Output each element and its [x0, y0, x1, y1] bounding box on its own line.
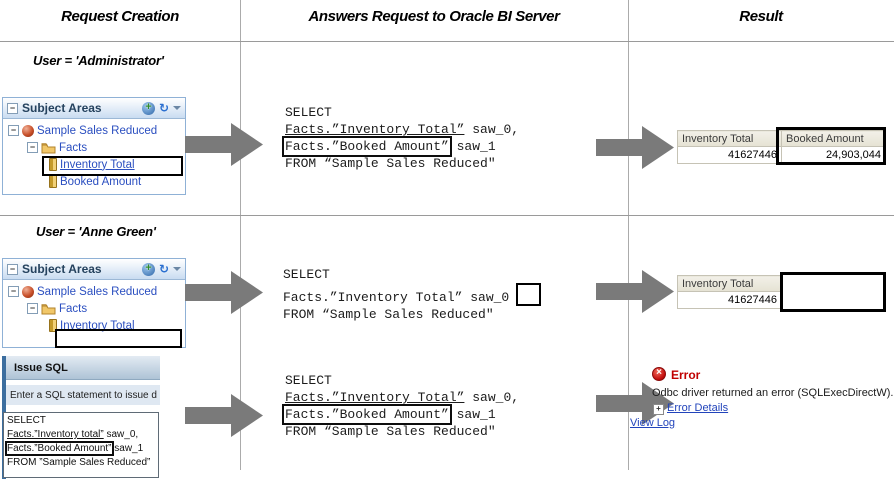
issue-sql-panel: Issue SQL Enter a SQL statement to issue… — [2, 356, 160, 479]
refresh-icon[interactable]: ↻ — [158, 262, 169, 276]
result-column-header: Inventory Total — [677, 130, 782, 147]
tree-item-label: Facts — [59, 141, 88, 154]
tree-item-subject-area[interactable]: − Sample Sales Reduced — [3, 122, 185, 139]
sql-inventory-total-underlined: Facts.”Inventory total” — [7, 429, 104, 440]
issue-sql-subtitle: Enter a SQL statement to issue d — [6, 385, 160, 405]
tree-item-label: Inventory Total — [60, 158, 135, 171]
highlight-box-booked-amount-column — [776, 127, 886, 165]
subject-areas-title: Subject Areas — [22, 262, 102, 276]
subject-areas-tree: − Sample Sales Reduced − Facts Inventory… — [3, 280, 185, 338]
column-divider-2 — [628, 0, 629, 470]
subject-areas-header: − Subject Areas + ↻ — [3, 98, 185, 119]
column-divider-1 — [240, 0, 241, 470]
subject-areas-header: − Subject Areas + ↻ — [3, 259, 185, 280]
fact-column-icon — [49, 319, 57, 332]
result-cell: 41627446 — [677, 146, 782, 164]
result-cell: 41627446 — [677, 291, 782, 309]
collapse-icon[interactable]: − — [27, 303, 38, 314]
expand-icon[interactable]: + — [653, 404, 664, 415]
user-label-anne-green: User = 'Anne Green' — [36, 224, 156, 239]
highlight-box-missing-result-column — [780, 272, 886, 312]
error-icon: × — [652, 367, 666, 381]
subject-areas-panel-admin: − Subject Areas + ↻ − Sample Sales Reduc… — [2, 97, 186, 195]
error-message: Odbc driver returned an error (SQLExecDi… — [652, 387, 894, 399]
refresh-icon[interactable]: ↻ — [158, 101, 169, 115]
column-title-result: Result — [739, 8, 783, 25]
sql-booked-amount-boxed: Facts.”Booked Amount” — [282, 136, 452, 157]
highlight-box-missing-sql — [516, 283, 542, 306]
collapse-icon[interactable]: − — [8, 286, 19, 297]
result-table-admin: Inventory Total Booked Amount 41627446 2… — [677, 130, 886, 164]
collapse-icon[interactable]: − — [8, 125, 19, 136]
flow-arrow — [185, 123, 263, 166]
column-title-request-creation: Request Creation — [61, 8, 179, 25]
tree-item-label: Booked Amount — [60, 175, 142, 188]
add-icon[interactable]: + — [141, 262, 155, 276]
subject-area-icon — [22, 285, 34, 298]
chevron-down-icon[interactable] — [173, 267, 181, 271]
error-title: Error — [671, 368, 701, 382]
tree-item-label: Inventory Total — [60, 319, 135, 332]
flow-arrow — [185, 271, 263, 314]
row-separator-line — [0, 215, 894, 216]
flow-arrow — [596, 126, 674, 169]
folder-icon — [41, 303, 56, 314]
collapse-icon[interactable]: − — [27, 142, 38, 153]
subject-areas-title: Subject Areas — [22, 101, 102, 115]
sql-inventory-total-underlined: Facts.”Inventory Total” — [285, 122, 465, 137]
tree-item-label: Sample Sales Reduced — [37, 124, 158, 137]
error-details-link[interactable]: Error Details — [667, 402, 729, 414]
folder-icon — [41, 142, 56, 153]
collapse-icon[interactable]: − — [7, 263, 18, 275]
fact-column-icon — [49, 158, 57, 171]
view-log-link[interactable]: View Log — [630, 417, 676, 429]
issue-sql-title: Issue SQL — [6, 356, 160, 380]
tree-item-label: Sample Sales Reduced — [37, 285, 158, 298]
highlight-box-booked-amount-tree — [42, 156, 183, 176]
user-label-administrator: User = 'Administrator' — [33, 53, 164, 68]
subject-areas-tree: − Sample Sales Reduced − Facts Inventory… — [3, 119, 185, 194]
chevron-down-icon[interactable] — [173, 106, 181, 110]
result-cell: 24,903,044 — [781, 146, 886, 164]
collapse-icon[interactable]: − — [7, 102, 18, 114]
result-table-anne: Inventory Total 41627446 — [677, 275, 782, 309]
subject-areas-panel-anne: − Subject Areas + ↻ − Sample Sales Reduc… — [2, 258, 186, 348]
highlight-box-missing-tree-item — [55, 329, 182, 348]
subject-area-icon — [22, 124, 34, 137]
flow-arrow — [596, 270, 674, 313]
tree-item-subject-area[interactable]: − Sample Sales Reduced — [3, 283, 185, 300]
fact-column-icon — [49, 175, 57, 188]
tree-item-facts-folder[interactable]: − Facts — [3, 139, 185, 156]
sql-inventory-total-underlined: Facts.”Inventory Total” — [285, 390, 465, 405]
tree-item-inventory-total[interactable]: Inventory Total — [3, 317, 185, 334]
tree-item-facts-folder[interactable]: − Facts — [3, 300, 185, 317]
result-column-header: Inventory Total — [677, 275, 782, 292]
add-icon[interactable]: + — [141, 101, 155, 115]
tree-item-inventory-total[interactable]: Inventory Total — [3, 156, 185, 173]
flow-arrow — [185, 394, 263, 437]
sql-booked-amount-boxed: Facts.”Booked Amount” — [5, 441, 114, 456]
sql-booked-amount-boxed: Facts.”Booked Amount” — [282, 404, 452, 425]
tree-item-label: Facts — [59, 302, 88, 315]
column-title-answers-request: Answers Request to Oracle BI Server — [308, 8, 560, 25]
header-separator-line — [0, 41, 894, 42]
